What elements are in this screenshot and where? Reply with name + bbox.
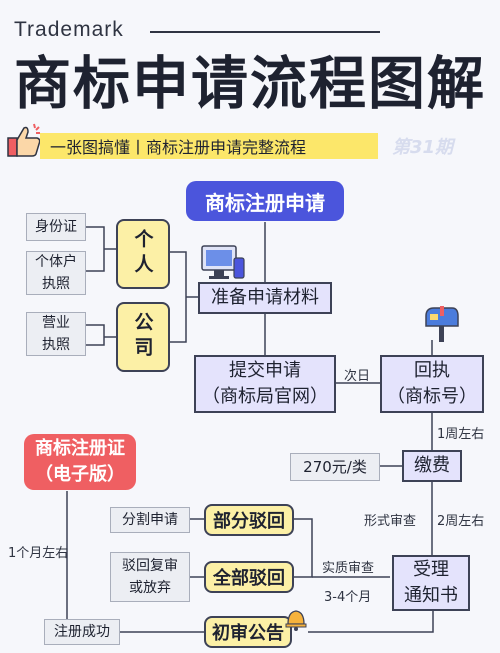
full-rejection-node: 全部驳回	[204, 561, 294, 593]
split-application-doc: 分割申请	[110, 507, 190, 533]
individual-node: 个人	[116, 219, 170, 289]
review-or-abandon-doc: 驳回复审 或放弃	[110, 552, 190, 602]
subtitle-banner: 一张图搞懂丨商标注册申请完整流程	[40, 133, 378, 159]
business-license-doc: 营业 执照	[26, 312, 86, 356]
issue-number: 第31期	[392, 137, 454, 158]
acceptance-notice-node: 受理 通知书	[392, 555, 470, 611]
preliminary-announcement-node: 初审公告	[204, 616, 292, 648]
certificate-header: 商标注册证 （电子版）	[24, 434, 136, 490]
one-month-label: 1个月左右	[8, 546, 69, 561]
one-week-label: 1周左右	[437, 427, 485, 442]
payment-node: 缴费	[402, 450, 462, 482]
page-title: 商标申请流程图解	[14, 51, 486, 117]
submit-application-node: 提交申请 （商标局官网）	[194, 355, 336, 413]
apply-header: 商标注册申请	[186, 181, 344, 221]
bell-icon	[285, 610, 307, 631]
prepare-materials-node: 准备申请材料	[198, 282, 332, 314]
partial-rejection-node: 部分驳回	[204, 504, 294, 536]
substantive-review-label: 实质审查	[322, 561, 375, 576]
mailbox-icon	[425, 306, 459, 342]
next-day-label: 次日	[344, 369, 371, 384]
id-card-doc: 身份证	[26, 213, 86, 241]
receipt-node: 回执 （商标号）	[380, 355, 484, 413]
fee-amount: 270元/类	[290, 453, 380, 481]
months-label: 3-4个月	[324, 590, 372, 605]
formal-review-label: 形式审查	[364, 514, 417, 529]
computer-icon	[201, 245, 245, 279]
company-node: 公司	[116, 302, 170, 372]
thumbs-up-icon	[7, 123, 41, 157]
two-weeks-label: 2周左右	[437, 514, 485, 529]
registration-success-doc: 注册成功	[44, 619, 120, 645]
brand-label: Trademark	[14, 18, 124, 41]
self-employed-license-doc: 个体户 执照	[26, 251, 86, 295]
brand-rule	[150, 31, 380, 33]
